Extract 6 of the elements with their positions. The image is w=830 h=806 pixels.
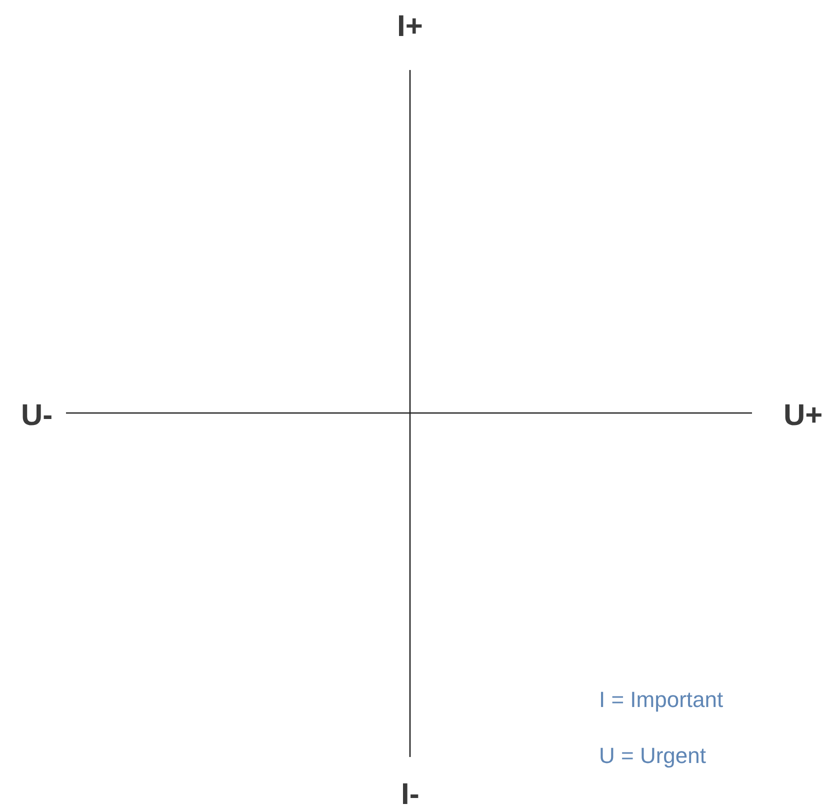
- axis-label: I-: [401, 780, 420, 806]
- legend-note: I = Important: [599, 689, 724, 711]
- axis-label: I+: [397, 12, 423, 42]
- axis-label: U-: [21, 401, 53, 431]
- legend-note: U = Urgent: [599, 745, 706, 767]
- axis-label: U+: [784, 401, 823, 431]
